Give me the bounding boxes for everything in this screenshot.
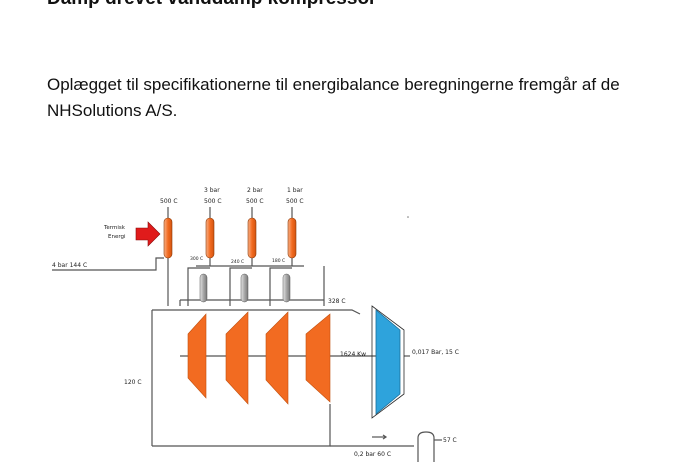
turbine-stage-2 [225,311,249,405]
label-reheat-3: 180 C [272,258,285,264]
label-condensate-temp: 57 C [443,437,457,444]
label-power: 1624 Kw [340,351,366,358]
label-stage1-temp: 500 C [204,198,222,205]
compressor-outline [371,305,405,419]
intro-paragraph: Oplægget til specifikationerne til energ… [47,72,686,124]
label-reheat-2: 240 C [231,259,244,265]
label-stage1-pressure: 3 bar [204,187,220,194]
diagram-labels: 500 C 3 bar 500 C 2 bar 500 C 1 bar 500 … [52,187,459,458]
turbine-stage-3 [265,311,289,405]
label-inlet: 4 bar 144 C [52,262,87,269]
turbine-stage-1 [187,313,207,399]
label-header-temp: 328 C [328,298,346,305]
label-bottom: 0,2 bar 60 C [354,451,391,458]
heater-1 [163,217,173,259]
label-left-temp: 120 C [124,379,142,386]
turbine-stages [187,311,331,405]
stray-dot [407,216,409,218]
heater-3 [247,217,257,259]
label-reheat-1: 300 C [190,256,203,262]
heater-units [163,217,297,259]
heater-4 [287,217,297,259]
thermal-energy-arrow [135,221,161,247]
heater-2 [205,217,215,259]
paragraph-line-1: Oplægget til specifikationerne til energ… [47,75,620,94]
section-heading: Damp drevet vanddamp kompressor [47,0,376,10]
label-heater-top: 500 C [160,198,178,205]
label-stage3-temp: 500 C [286,198,304,205]
recuperator-1 [199,273,208,303]
label-thermal-energy-2: Energi [108,234,126,240]
label-stage3-pressure: 1 bar [287,187,303,194]
paragraph-line-2: NHSolutions A/S. [47,101,178,120]
piping [52,207,442,462]
label-outlet: 0,017 Bar, 15 C [412,349,459,356]
compressor [375,309,401,415]
recuperator-3 [282,273,291,303]
turbine-stage-4 [305,313,331,403]
label-stage2-pressure: 2 bar [247,187,263,194]
recuperator-2 [240,273,249,303]
label-stage2-temp: 500 C [246,198,264,205]
label-thermal-energy-1: Termisk [103,225,126,231]
recuperator-units [199,273,291,303]
